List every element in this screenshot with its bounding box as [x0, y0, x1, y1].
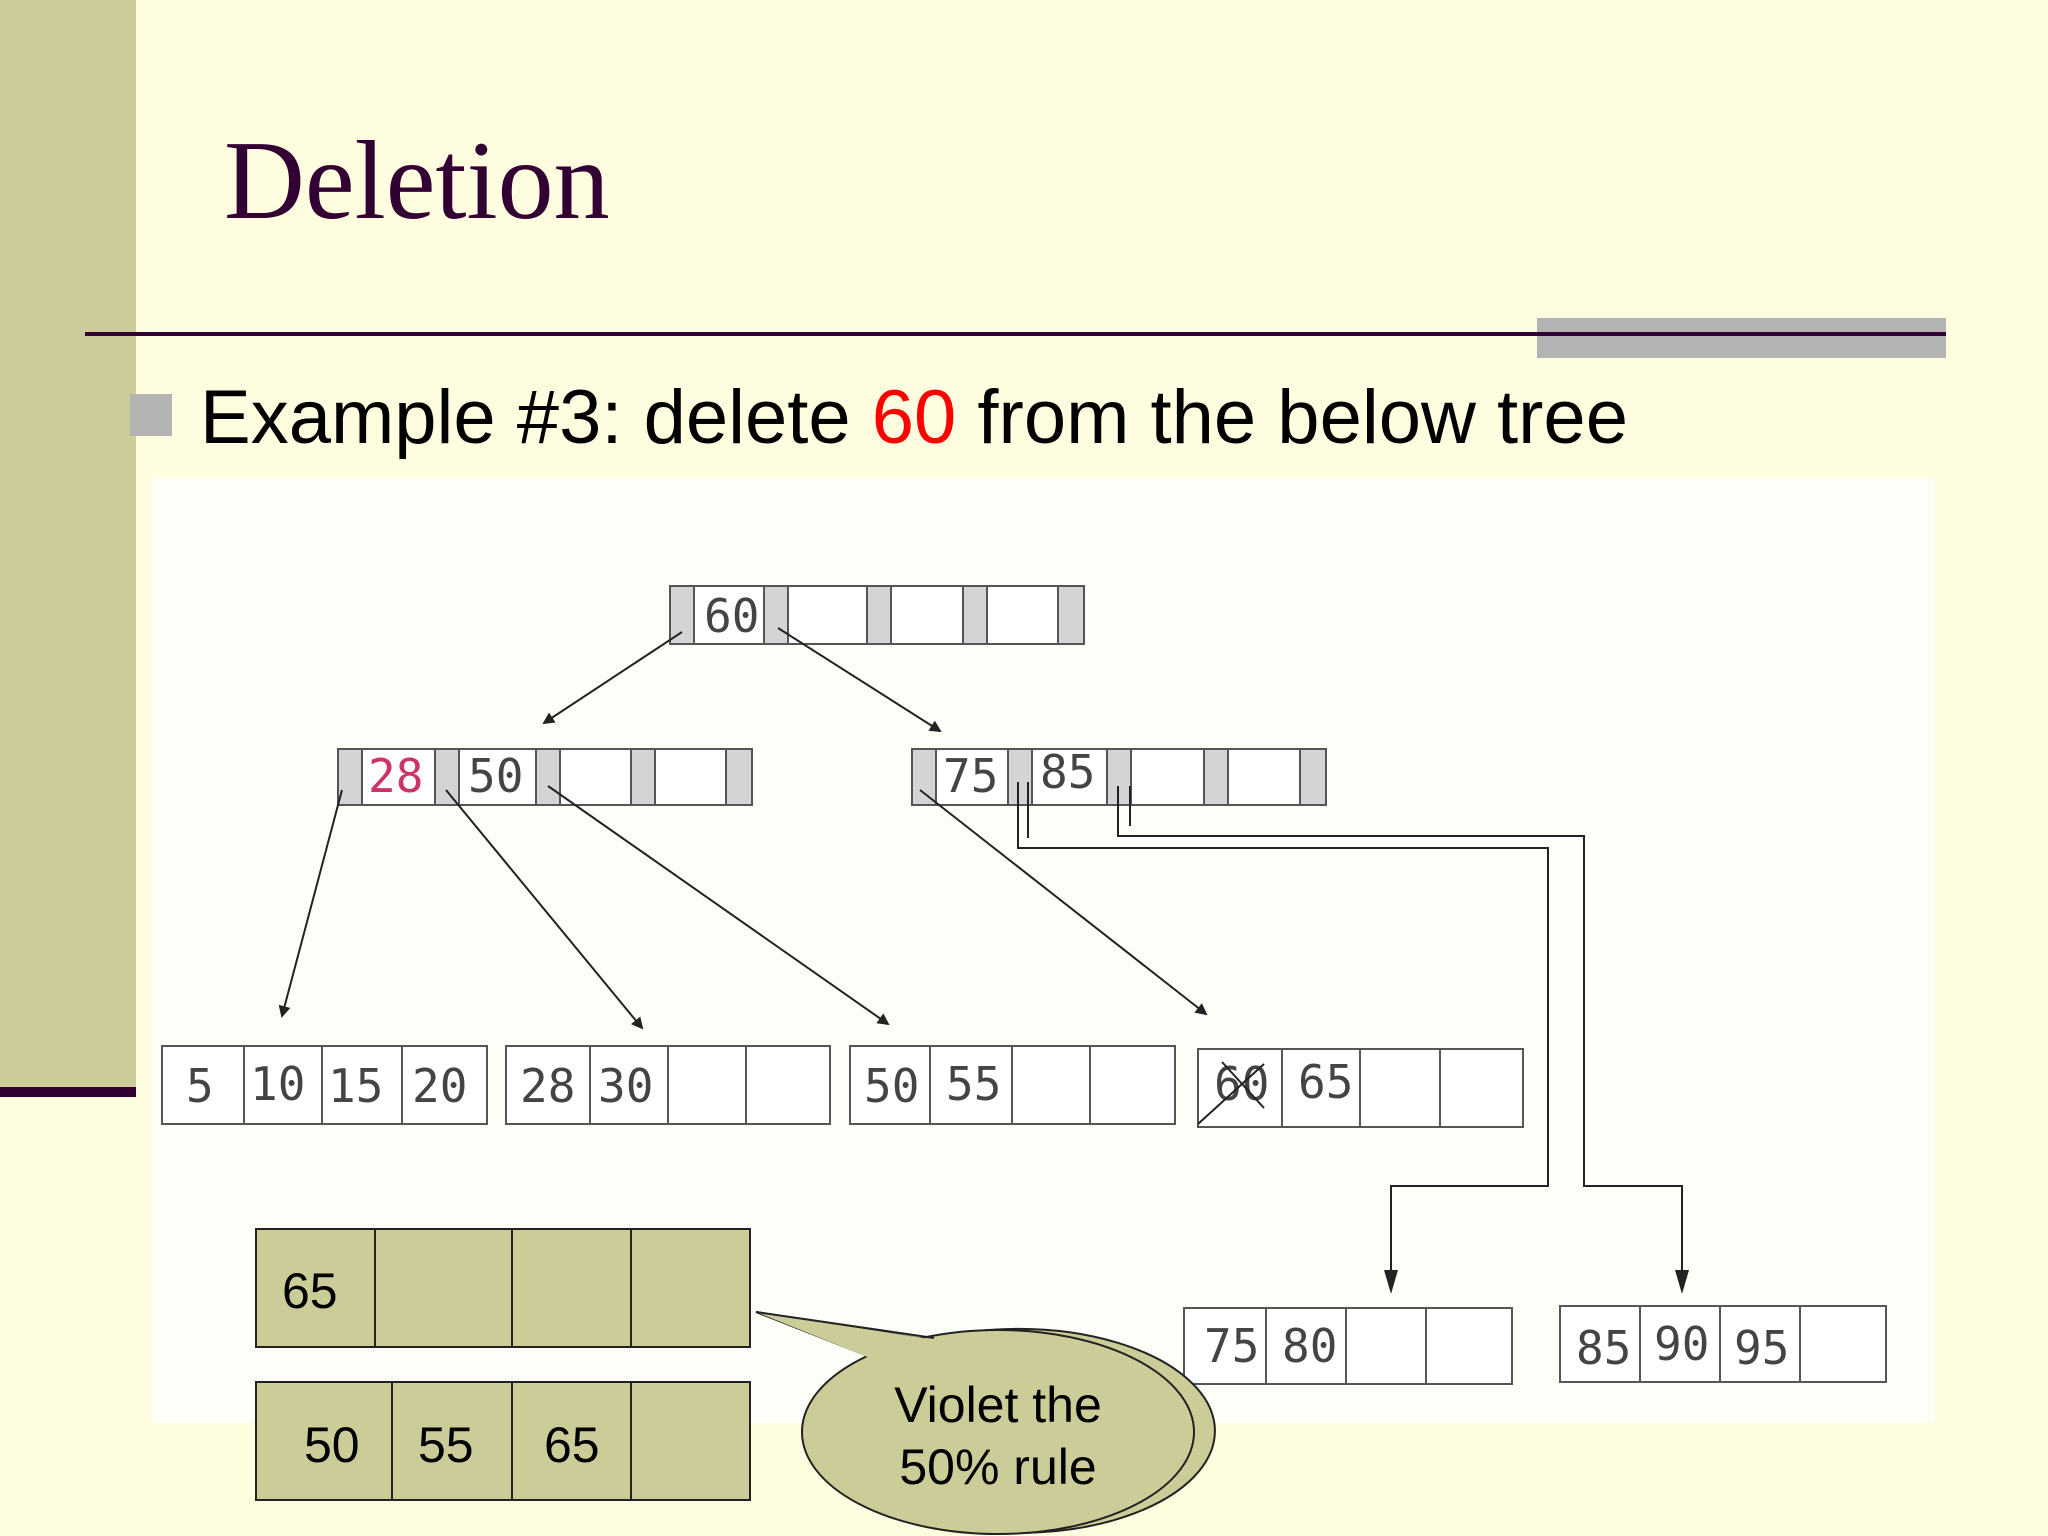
result-key: 50	[304, 1417, 360, 1473]
tree-key: 65	[1298, 1055, 1353, 1109]
tree-key: 90	[1654, 1317, 1709, 1371]
routed-connectors	[1017, 782, 1683, 1284]
tree-key: 20	[412, 1059, 467, 1113]
tree-edge	[278, 789, 343, 1018]
tree-key: 15	[328, 1059, 383, 1113]
tree-key: 75	[1204, 1319, 1259, 1373]
tree-edge	[919, 789, 1208, 1016]
title-rule	[85, 332, 1945, 336]
tree-edge	[445, 789, 644, 1030]
callout-line-2: 50% rule	[899, 1439, 1096, 1495]
tree-leaf-node: 75 80	[1183, 1307, 1513, 1385]
tree-edge	[777, 627, 942, 733]
callout-line-1: Violet the	[894, 1377, 1102, 1433]
tree-key: 30	[598, 1059, 653, 1113]
tree-edge	[547, 785, 890, 1026]
tree-key: 10	[250, 1057, 305, 1111]
tree-root-node: 60	[669, 585, 1085, 645]
tree-key: 28	[520, 1059, 575, 1113]
strike-mark	[1221, 1061, 1265, 1109]
tree-edge-arrowhead	[1675, 1270, 1689, 1294]
title-rule-accent	[1537, 318, 1946, 358]
callout-bubble: Violet the 50% rule	[755, 1311, 1216, 1535]
tree-edge-arrowhead	[1384, 1270, 1398, 1294]
tree-internal-node-left: 28 50	[337, 748, 753, 806]
strike-mark	[1197, 1063, 1265, 1125]
tree-key: 75	[943, 749, 998, 803]
tree-key: 85	[1576, 1321, 1631, 1375]
tree-key: 50	[468, 749, 523, 803]
tree-leaf-node: 60 65	[1197, 1048, 1524, 1128]
result-key: 55	[418, 1417, 474, 1473]
sidebar-accent-bar	[0, 1087, 136, 1097]
tree-leaf-node: 5 10 15 20	[161, 1045, 488, 1125]
tree-key: 5	[186, 1059, 214, 1113]
result-key: 65	[282, 1263, 338, 1319]
tree-key: 50	[864, 1059, 919, 1113]
bullet-prefix: Example #3: delete	[200, 375, 872, 460]
tree-key: 55	[946, 1057, 1001, 1111]
slide-title: Deletion	[224, 119, 610, 243]
tree-leaf-node: 28 30	[505, 1045, 831, 1125]
bullet-highlight: 60	[871, 375, 957, 460]
tree-edge	[542, 631, 683, 725]
bullet-text: Example #3: delete 60 from the below tre…	[200, 380, 1628, 456]
result-node-merged: 50 55 65	[255, 1381, 751, 1501]
title-rule-accent-line	[1537, 332, 1946, 336]
tree-key: 85	[1040, 745, 1095, 799]
tree-key-highlighted: 28	[368, 749, 423, 803]
tree-key: 60	[704, 589, 759, 643]
tree-leaf-node: 85 90 95	[1559, 1305, 1887, 1383]
tree-key: 80	[1282, 1319, 1337, 1373]
sidebar-accent	[0, 0, 136, 1087]
tree-key: 95	[1734, 1321, 1789, 1375]
bullet-square-icon	[130, 394, 172, 436]
bullet-suffix: from the below tree	[956, 375, 1628, 460]
result-key: 65	[544, 1417, 600, 1473]
result-node-after-delete: 65	[255, 1228, 751, 1348]
tree-leaf-node: 50 55	[849, 1045, 1176, 1125]
